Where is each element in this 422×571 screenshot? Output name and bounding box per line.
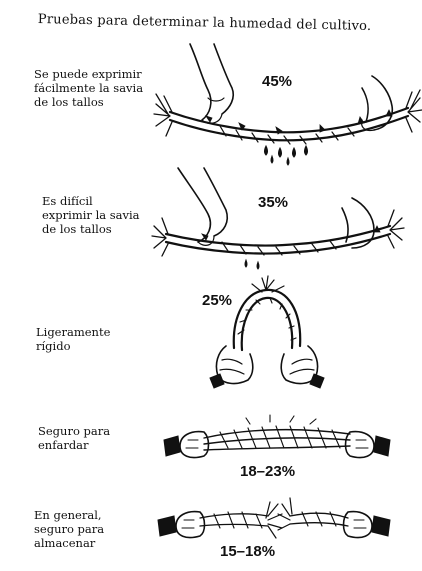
twisted-hay-damp-illustration <box>148 168 408 268</box>
diagram-title: Pruebas para determinar la humedad del c… <box>38 12 372 34</box>
step-label-18-23: Seguro para enfardar <box>38 424 178 452</box>
pulled-hay-baling-illustration <box>160 410 400 466</box>
step-label-25: Ligeramente rígido <box>36 325 176 353</box>
broken-hay-storage-illustration <box>150 494 400 546</box>
bent-hay-stiff-illustration <box>196 268 336 388</box>
twisted-hay-wet-illustration <box>150 42 422 164</box>
